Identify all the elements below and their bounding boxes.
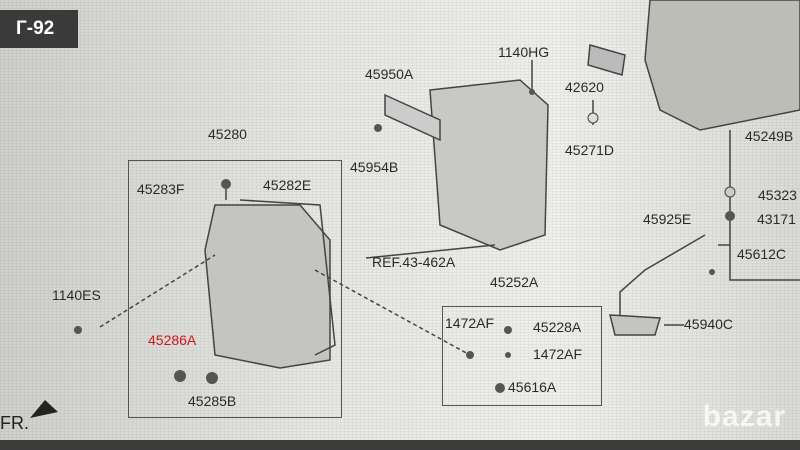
oil-pan-group-box: [128, 160, 342, 418]
lever-45940c: [609, 314, 661, 336]
transmission-case: [644, 0, 800, 131]
bracket: [384, 93, 441, 142]
part-label: 45280: [208, 126, 247, 142]
oil-pan: [204, 204, 331, 369]
part-label: 43171: [757, 211, 796, 227]
part-label: 1140HG: [498, 44, 550, 60]
reference-label: REF.43-462A: [372, 254, 456, 270]
part-label: 1140ES: [52, 287, 101, 303]
part-label: 45323: [758, 187, 797, 203]
part-label: 45282E: [263, 177, 312, 193]
part-label: 42620: [565, 79, 604, 95]
part-label: 45950A: [365, 66, 414, 82]
valve-body: [429, 79, 549, 251]
part-42620: [587, 44, 626, 76]
part-label: 1472AF: [533, 346, 583, 362]
listing-tag: Г-92: [0, 10, 78, 48]
gasket: [239, 199, 336, 356]
front-marker: FR.: [0, 413, 29, 433]
shaft: [619, 234, 706, 315]
pipe-group-box: [442, 306, 602, 406]
part-label: 45252A: [490, 274, 539, 290]
part-label: 45612C: [737, 246, 787, 262]
part-label: 45228A: [533, 319, 582, 335]
part-label: 45271D: [565, 142, 615, 158]
part-label: 45925E: [643, 211, 692, 227]
watermark: bazar: [702, 400, 786, 433]
front-arrow-icon: [30, 400, 58, 418]
part-label: 45940C: [684, 316, 734, 332]
part-label: 45954B: [350, 159, 399, 175]
part-label: 45249B: [745, 128, 794, 144]
part-label: 45285B: [188, 393, 237, 409]
part-label: 45616A: [508, 379, 557, 395]
part-label: 1472AF: [445, 315, 495, 331]
screen-bezel: [0, 440, 800, 450]
part-label: 45283F: [137, 181, 185, 197]
highlighted-part-label: 45286A: [148, 332, 197, 348]
